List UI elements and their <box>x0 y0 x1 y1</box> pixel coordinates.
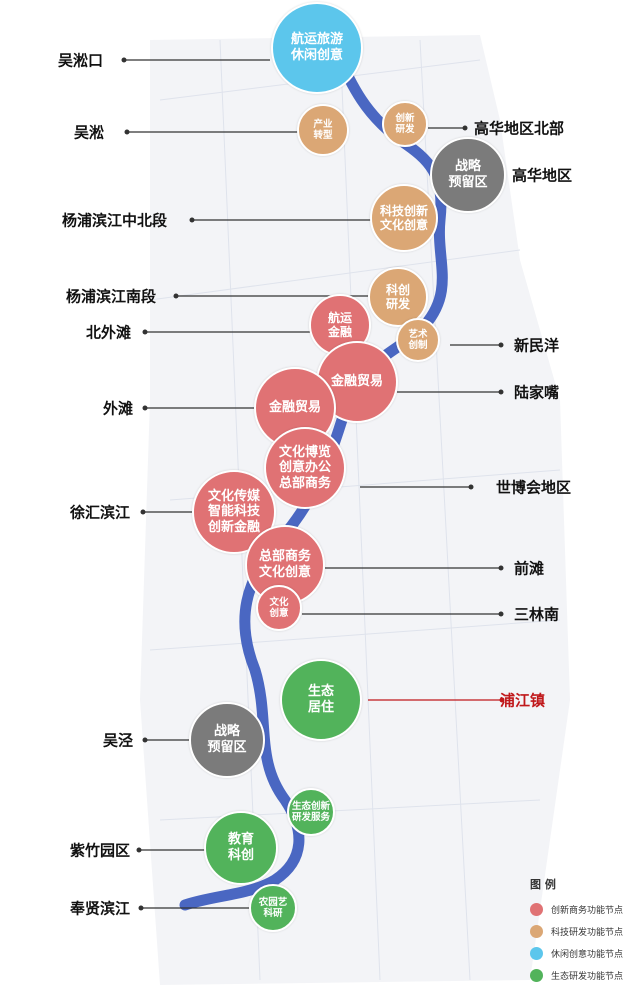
area-label: 高华地区 <box>512 166 573 185</box>
leader-dot <box>498 565 504 571</box>
legend-label: 休闲创意功能节点 <box>551 949 624 960</box>
leader-dot <box>142 329 148 335</box>
legend-swatch <box>530 902 543 916</box>
node-business: 文化博览 创意办公 总部商务 <box>264 427 346 509</box>
leader-dot <box>138 905 144 911</box>
leader-dot <box>499 697 505 703</box>
leader-dot <box>121 57 127 63</box>
legend-item: 生态研发功能节点 <box>530 964 623 986</box>
leader-dot <box>136 847 142 853</box>
area-label: 杨浦滨江中北段 <box>62 211 168 230</box>
node-tech: 创新 研发 <box>382 101 428 147</box>
area-label: 高华地区北部 <box>474 119 565 138</box>
area-label: 前滩 <box>514 559 545 578</box>
legend-swatch <box>530 924 543 938</box>
legend-item: 创新商务功能节点 <box>530 898 623 920</box>
leader-dot <box>462 125 468 131</box>
area-label: 吴淞口 <box>58 51 104 70</box>
area-label: 浦江镇 <box>500 691 546 710</box>
leader-dot <box>142 405 148 411</box>
legend-swatch <box>530 946 543 960</box>
legend-label: 生态研发功能节点 <box>551 971 624 982</box>
area-label: 北外滩 <box>86 323 132 342</box>
leader-dot <box>468 484 474 490</box>
area-label: 奉贤滨江 <box>70 899 131 918</box>
legend: 图 例 创新商务功能节点科技研发功能节点休闲创意功能节点生态研发功能节点 <box>530 876 623 986</box>
node-reserve: 战略 预留区 <box>189 702 265 778</box>
leader-dot <box>142 737 148 743</box>
legend-title: 图 例 <box>530 878 556 891</box>
legend-label: 创新商务功能节点 <box>551 905 624 916</box>
legend-label: 科技研发功能节点 <box>551 927 624 938</box>
node-reserve: 战略 预留区 <box>430 137 506 213</box>
leader-dot <box>498 611 504 617</box>
area-label: 吴淞 <box>74 123 105 142</box>
leader-dot <box>189 217 195 223</box>
node-eco: 教育 科创 <box>204 811 278 885</box>
leader-dot <box>140 509 146 515</box>
leader-dot <box>498 342 504 348</box>
leader-dot <box>173 293 179 299</box>
legend-item: 科技研发功能节点 <box>530 920 623 942</box>
area-label: 三林南 <box>514 605 560 624</box>
area-label: 外滩 <box>103 399 134 418</box>
road <box>339 39 381 981</box>
node-tech: 科创 研发 <box>368 267 428 327</box>
leader-dot <box>124 129 130 135</box>
node-tech: 科技创新 文化创意 <box>370 184 438 252</box>
node-business: 文化 创意 <box>256 585 302 631</box>
leader-dot <box>498 389 504 395</box>
area-label: 世博会地区 <box>496 478 572 497</box>
node-tech: 产业 转型 <box>297 104 349 156</box>
road <box>149 249 521 301</box>
legend-item: 休闲创意功能节点 <box>530 942 623 964</box>
node-eco: 生态创新 研发服务 <box>287 788 335 836</box>
area-label: 徐汇滨江 <box>70 503 131 522</box>
node-eco: 农园艺 科研 <box>249 884 297 932</box>
legend-swatch <box>530 968 543 982</box>
road <box>149 619 561 651</box>
node-tech: 艺术 创制 <box>396 318 440 362</box>
area-label: 吴泾 <box>103 731 134 750</box>
area-label: 杨浦滨江南段 <box>66 287 157 306</box>
node-eco: 生态 居住 <box>280 659 362 741</box>
node-leisure: 航运旅游 休闲创意 <box>271 2 363 94</box>
area-label: 陆家嘴 <box>514 383 560 402</box>
area-label: 新民洋 <box>514 336 560 355</box>
area-label: 紫竹园区 <box>70 841 131 860</box>
